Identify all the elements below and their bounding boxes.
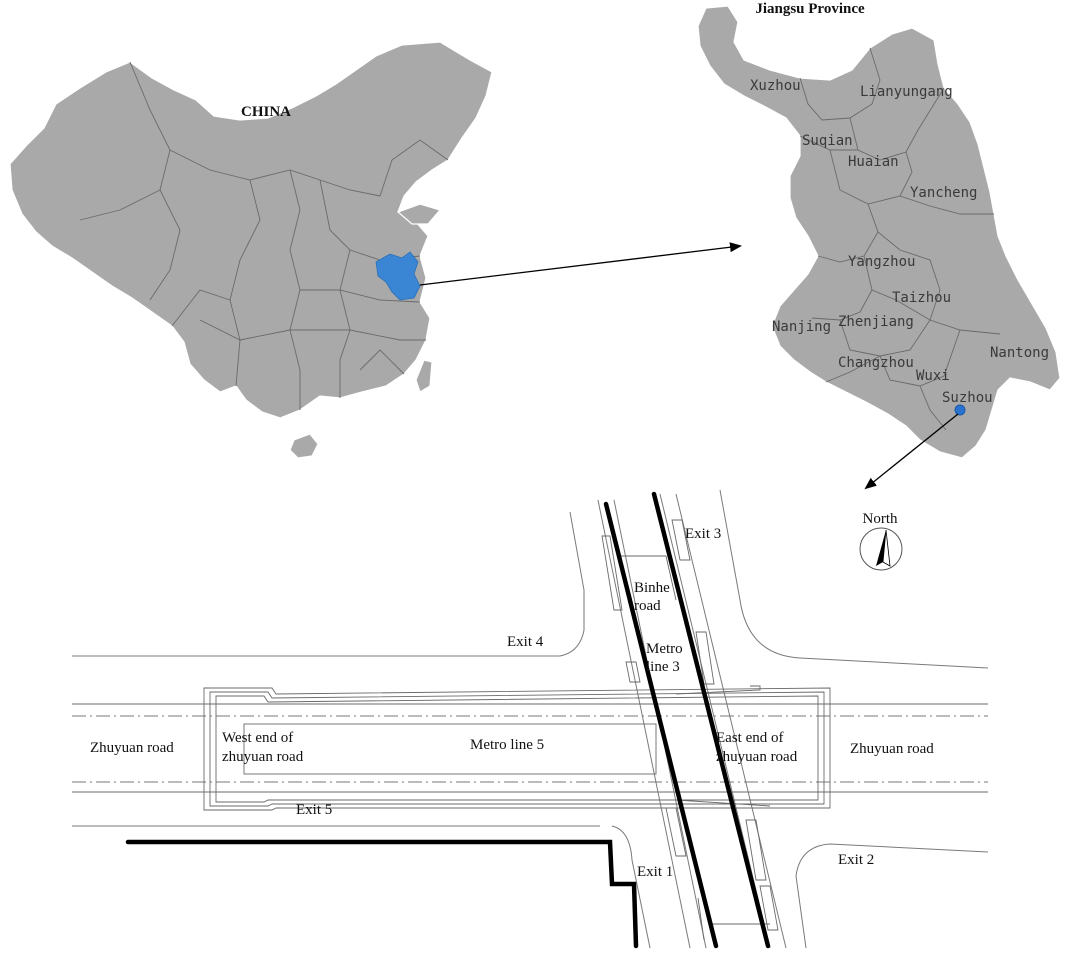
city-label-yangzhou: Yangzhou [848,254,915,270]
china-to-jiangsu-arrow [419,242,742,286]
metro-line-3-label-line2: line 3 [646,659,680,675]
metro-line-3-tunnel [125,491,771,949]
zhuyuan-road-edges [72,489,989,949]
binhe-road-edges [597,493,787,949]
suzhou-to-plan-arrow [864,413,959,490]
taiwan-island [415,359,433,393]
china-label: CHINA [241,104,291,120]
compass-label: North [863,511,898,527]
city-label-suzhou: Suzhou [942,390,993,406]
city-label-wuxi: Wuxi [916,368,950,384]
exit-3-label: Exit 3 [685,526,721,542]
east-end-label-line1: East end of [716,730,783,746]
station-outline [203,685,831,811]
north-compass: North [859,511,903,571]
compass-needle-light [882,529,891,567]
metro-line-5-platform [243,723,657,775]
suzhou-marker [954,404,966,416]
zhuyuan-road-west-label: Zhuyuan road [90,740,174,756]
city-label-lianyungang: Lianyungang [860,84,953,100]
city-label-taizhou: Taizhou [892,290,951,306]
exit-5-label: Exit 5 [296,802,332,818]
site-plan: Exit 3 Exit 4 Exit 5 Exit 1 Exit 2 Binhe… [72,489,989,949]
province-borders [79,61,449,410]
city-label-xuzhou: Xuzhou [750,78,801,94]
compass-needle-dark [876,530,886,566]
jiangsu-city-borders [799,47,1001,431]
jiangsu-highlight [375,251,421,301]
exit-1-label: Exit 1 [637,864,673,880]
west-end-label-line2: zhuyuan road [222,749,304,765]
zhuyuan-road-east-label: Zhuyuan road [850,741,934,757]
city-label-changzhou: Changzhou [838,355,914,371]
city-label-nantong: Nantong [990,345,1049,361]
city-label-yancheng: Yancheng [910,185,977,201]
site-plan-labels: Exit 3 Exit 4 Exit 5 Exit 1 Exit 2 Binhe… [90,526,934,880]
jiangsu-province-shape [697,5,1061,459]
city-label-nanjing: Nanjing [772,319,831,335]
city-label-suqian: Suqian [802,133,853,149]
exit-4-label: Exit 4 [507,634,544,650]
west-end-label-line1: West end of [222,730,293,746]
binhe-road-label-line1: Binhe [634,580,670,596]
city-label-zhenjiang: Zhenjiang [838,314,914,330]
china-mainland [9,41,493,419]
metro-line-3-label-line1: Metro [646,641,683,657]
metro-line-5-label: Metro line 5 [470,737,544,753]
exit-2-label: Exit 2 [838,852,874,868]
jiangsu-title: Jiangsu Province [755,1,865,17]
east-end-label-line2: zhuyuan road [716,749,798,765]
shandong-peninsula [396,203,442,225]
jiangsu-map: Jiangsu Province Xuzhou Lianyungang Suqi… [697,1,1061,459]
city-label-huaian: Huaian [848,154,899,170]
hainan-island [289,433,319,459]
china-map: CHINA [9,41,493,459]
binhe-road-label-line2: road [634,598,661,614]
